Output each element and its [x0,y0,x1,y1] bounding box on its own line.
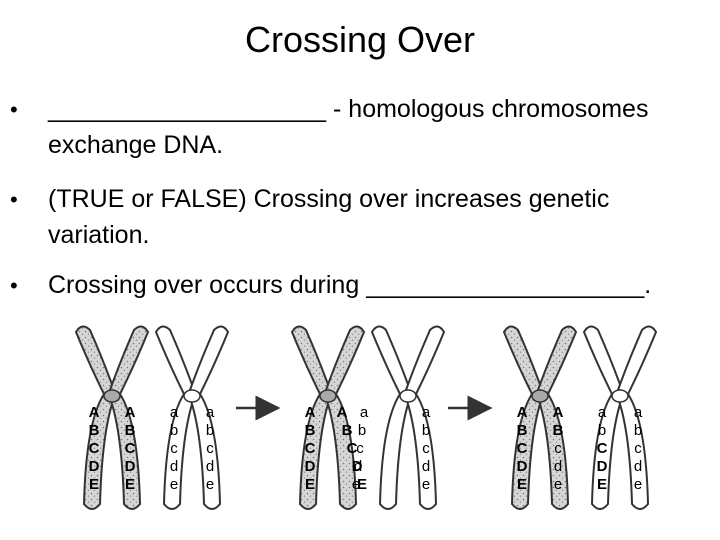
bullet-list: • ____________________ - homologous chro… [10,95,652,299]
chromosome-dark-stage-3 [502,325,578,510]
gene-label-dark-right-s1-5: E [125,476,135,493]
gene-label-recombinant-dark-s3-3: c [554,440,562,457]
gene-label-light-left-s1-2: b [170,422,178,439]
gene-label-dark-left-s1-3: C [89,440,100,457]
gene-label-dark-left-s1-2: B [89,422,100,439]
gene-label-crossed-dark-s2-4: D [352,458,363,475]
chromosome-light-stage-3 [582,325,658,510]
gene-label-dark-left-s3-5: E [517,476,527,493]
gene-label-crossed-dark-s2-1: A [337,404,348,421]
gene-label-recombinant-light-s3-1: a [598,404,607,421]
gene-label-light-right-s1-1: a [206,404,215,421]
gene-label-light-right-s1-3: c [206,440,214,457]
gene-label-recombinant-light-s3-5: E [597,476,607,493]
gene-label-light-left-s1-5: e [170,476,178,493]
stages-layer: ABCDEABCDEabcdeabcdeABCDEABCDEabcdeabcde… [74,325,658,510]
gene-label-dark-left-s2-2: B [305,422,316,439]
gene-label-dark-left-s2-4: D [305,458,316,475]
gene-label-dark-left-s1-4: D [89,458,100,475]
bullet-1-line-2: exchange DNA. [48,131,224,159]
gene-label-crossed-light-s2-2: b [358,422,366,439]
bullet-glyph: • [10,97,18,122]
gene-label-light-left-s1-3: c [170,440,178,457]
gene-label-light-right-s3-1: a [634,404,643,421]
gene-label-light-right-s2-2: b [422,422,430,439]
gene-label-crossed-dark-s2-3: C [347,440,358,457]
gene-label-dark-left-s1-1: A [89,404,100,421]
gene-label-dark-left-s3-4: D [517,458,528,475]
crossing-over-diagram: ABCDEABCDEabcdeabcdeABCDEABCDEabcdeabcde… [74,325,658,510]
gene-label-dark-right-s1-2: B [125,422,136,439]
bullet-2-line-1: (TRUE or FALSE) Crossing over increases … [48,185,610,213]
gene-label-recombinant-dark-s3-1: A [553,404,564,421]
chromosome-light-stage-1 [154,325,230,510]
bullet-glyph: • [10,273,18,298]
gene-label-light-right-s1-2: b [206,422,214,439]
gene-label-crossed-dark-s2-2: B [342,422,353,439]
gene-label-light-right-s2-5: e [422,476,430,493]
bullet-2-line-2: variation. [48,221,150,249]
gene-label-dark-right-s1-4: D [125,458,136,475]
gene-label-light-left-s1-4: d [170,458,178,475]
gene-label-recombinant-dark-s3-2: B [553,422,564,439]
gene-label-crossed-light-s2-4: d [354,458,362,475]
gene-label-dark-left-s2-3: C [305,440,316,457]
bullet-glyph: • [10,187,18,212]
chromosome-dark-stage-1 [74,325,150,510]
gene-label-dark-left-s3-3: C [517,440,528,457]
gene-label-dark-left-s1-5: E [89,476,99,493]
gene-label-recombinant-dark-s3-5: e [554,476,562,493]
gene-label-recombinant-dark-s3-4: d [554,458,562,475]
gene-label-recombinant-light-s3-3: C [597,440,608,457]
gene-label-dark-left-s3-1: A [517,404,528,421]
gene-label-recombinant-light-s3-4: D [597,458,608,475]
gene-label-light-right-s3-3: c [634,440,642,457]
chromosome-light-stage-2 [370,325,446,510]
slide-title: Crossing Over [244,19,476,60]
gene-label-light-right-s2-4: d [422,458,430,475]
gene-label-crossed-light-s2-1: a [360,404,369,421]
chromosome-dark-stage-2 [290,325,366,510]
gene-label-dark-left-s2-1: A [305,404,316,421]
gene-label-light-right-s2-3: c [422,440,430,457]
gene-label-light-right-s1-5: e [206,476,214,493]
gene-label-crossed-light-s2-5: e [352,476,360,493]
gene-label-dark-left-s3-2: B [517,422,528,439]
gene-label-light-right-s2-1: a [422,404,431,421]
gene-label-light-right-s3-4: d [634,458,642,475]
gene-label-light-right-s3-2: b [634,422,642,439]
bullet-1-line-1: ____________________ - homologous chromo… [48,95,649,123]
gene-label-light-right-s3-5: e [634,476,642,493]
gene-label-dark-left-s2-5: E [305,476,315,493]
gene-label-light-left-s1-1: a [170,404,179,421]
gene-label-light-right-s1-4: d [206,458,214,475]
gene-label-crossed-dark-s2-5: E [357,476,367,493]
gene-label-crossed-light-s2-3: c [356,440,364,457]
bullet-3-line-1: Crossing over occurs during ____________… [48,271,652,299]
gene-label-dark-right-s1-3: C [125,440,136,457]
gene-label-recombinant-light-s3-2: b [598,422,606,439]
gene-label-dark-right-s1-1: A [125,404,136,421]
